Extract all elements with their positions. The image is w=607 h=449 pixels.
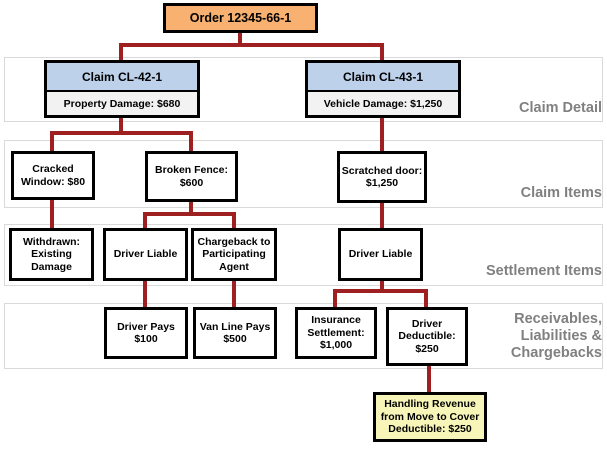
band-receivables [4,303,603,369]
connector-claim1-to-broken-fence [189,131,193,152]
connector-root-to-claim-2 [380,43,384,62]
connector-broken-fence-to-chargeback [232,212,236,228]
band-label-settlement-items: Settlement Items [485,263,602,279]
connector-to-insurance-settlement [333,289,337,307]
node-claim-cl-42-1[interactable]: Claim CL-42-1 Property Damage: $680 [44,60,200,118]
band-settlement-items [4,224,603,286]
node-driver-deductible[interactable]: Driver Deductible: $250 [386,307,468,366]
connector-chargeback-to-van-line-pays [232,281,236,307]
node-driver-liable-left[interactable]: Driver Liable [103,228,188,281]
band-claim-items [4,140,603,208]
node-handling-revenue[interactable]: Handling Revenue from Move to Cover Dedu… [373,392,487,442]
claim-body: Property Damage: $680 [47,92,197,115]
connector-root-bus [119,43,384,47]
connector-driver-deductible-to-handling-revenue [427,366,431,394]
connector-claim1-bus [50,131,193,135]
claim-header: Claim CL-42-1 [47,63,197,92]
band-label-claim-items: Claim Items [520,185,602,201]
connector-driver-liable-right-stem [380,281,384,291]
connector-broken-fence-bus [143,212,236,216]
node-chargeback-participating-agent[interactable]: Chargeback to Participating Agent [191,228,277,281]
node-scratched-door[interactable]: Scratched door: $1,250 [337,151,427,203]
connector-claim1-stem [119,118,123,135]
connector-broken-fence-stem [189,202,193,214]
claim-body: Vehicle Damage: $1,250 [308,92,458,115]
connector-to-driver-deductible [424,289,428,307]
connector-claim2-to-scratched-door [380,118,384,152]
connector-root-stem [238,33,242,45]
node-van-line-pays[interactable]: Van Line Pays $500 [193,307,277,359]
connector-claim1-to-cracked-window [50,131,54,152]
connector-broken-fence-to-driver-liable [143,212,147,228]
node-claim-cl-43-1[interactable]: Claim CL-43-1 Vehicle Damage: $1,250 [305,60,461,118]
band-label-claim-detail: Claim Detail [519,100,602,116]
connector-cracked-window-to-withdrawn [50,200,54,228]
node-order[interactable]: Order 12345-66-1 [163,3,318,33]
node-insurance-settlement[interactable]: Insurance Settlement: $1,000 [295,307,377,359]
connector-driver-liable-right-bus [333,289,428,293]
connector-driver-liable-to-driver-pays [143,281,147,307]
node-cracked-window[interactable]: Cracked Window: $80 [11,151,95,200]
band-claim-detail [4,57,603,122]
band-label-receivables: Receivables, Liabilities & Chargebacks [510,311,602,361]
connector-root-to-claim-1 [119,43,123,62]
connector-scratched-door-to-driver-liable [380,203,384,228]
node-broken-fence[interactable]: Broken Fence: $600 [145,151,238,202]
claim-header: Claim CL-43-1 [308,63,458,92]
node-driver-pays[interactable]: Driver Pays $100 [104,307,188,359]
node-driver-liable-right[interactable]: Driver Liable [338,228,423,281]
node-withdrawn-existing-damage[interactable]: Withdrawn: Existing Damage [9,228,94,281]
